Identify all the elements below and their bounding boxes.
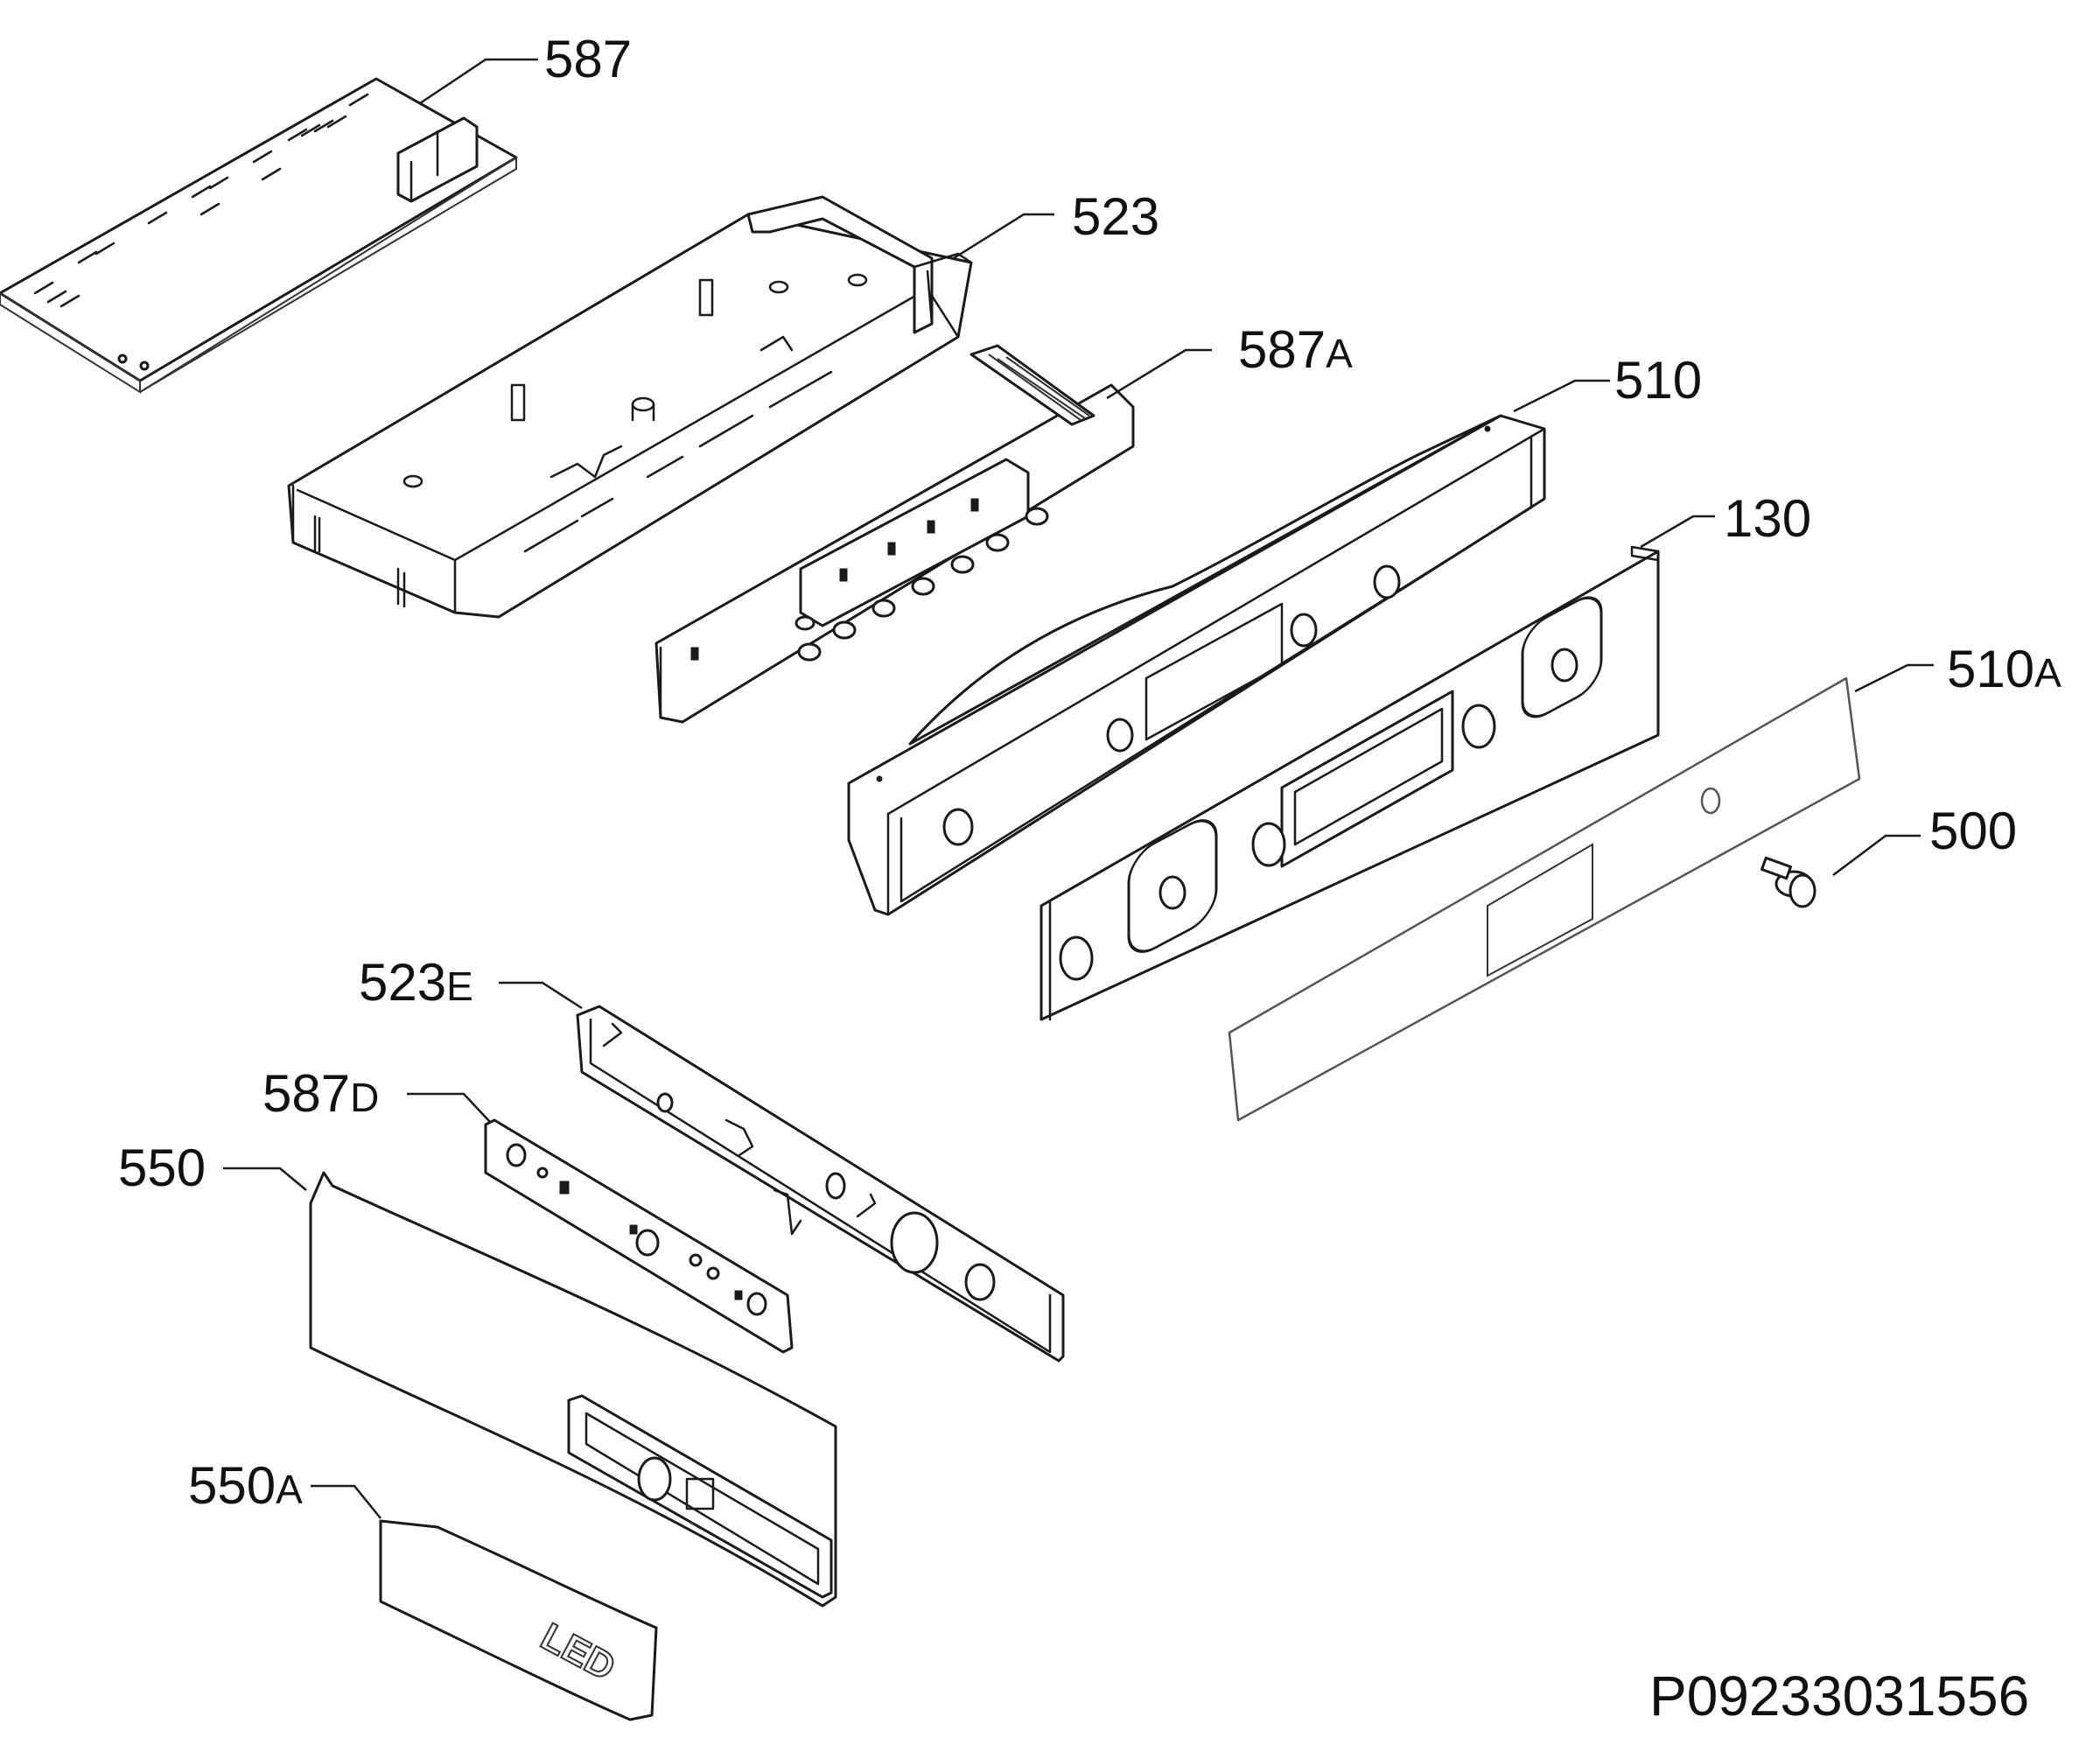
leader-lines: [223, 58, 1934, 1519]
callout-550a: 550A: [188, 1456, 303, 1515]
part-587a-button-board[interactable]: [654, 344, 1135, 724]
callout-labels: 587 523 587A 510 130 510A 500 523E 587D …: [118, 30, 2062, 1515]
callout-510: 510: [1614, 351, 1702, 410]
part-550-front-cover[interactable]: [309, 1171, 837, 1608]
callout-500: 500: [1929, 802, 2017, 860]
callout-510a: 510A: [1947, 640, 2062, 698]
callout-130: 130: [1724, 489, 1811, 548]
part-523e-frame[interactable]: [576, 1005, 1065, 1363]
leader-500: [1832, 834, 1921, 876]
leader-510: [1513, 379, 1610, 413]
leader-523e: [499, 981, 583, 1010]
part-510-fascia[interactable]: [847, 414, 1546, 916]
leader-130: [1640, 515, 1715, 549]
leader-550: [223, 1167, 307, 1191]
leader-587d: [407, 1092, 491, 1123]
callout-587a: 587A: [1238, 320, 1353, 379]
part-130-panel[interactable]: [1040, 545, 1660, 1021]
callout-523: 523: [1072, 187, 1159, 246]
leader-550a: [311, 1484, 382, 1519]
callout-587d: 587D: [262, 1064, 379, 1123]
leader-523: [953, 213, 1054, 260]
part-510a-decal[interactable]: [1228, 676, 1861, 1122]
callout-587: 587: [544, 30, 632, 88]
callout-550: 550: [118, 1139, 206, 1197]
leader-587a: [1106, 348, 1212, 400]
leader-587: [419, 58, 538, 105]
part-550a-led-cover[interactable]: LED: [379, 1519, 658, 1721]
part-587-control-board[interactable]: [0, 77, 518, 394]
part-587d-small-board[interactable]: [484, 1118, 794, 1354]
drawing-number: P09233031556: [1649, 1664, 2029, 1727]
part-500-screw[interactable]: [1760, 856, 1816, 908]
part-523-housing-tray[interactable]: [287, 195, 973, 619]
leader-510a: [1854, 663, 1934, 693]
callout-523e: 523E: [359, 953, 473, 1012]
